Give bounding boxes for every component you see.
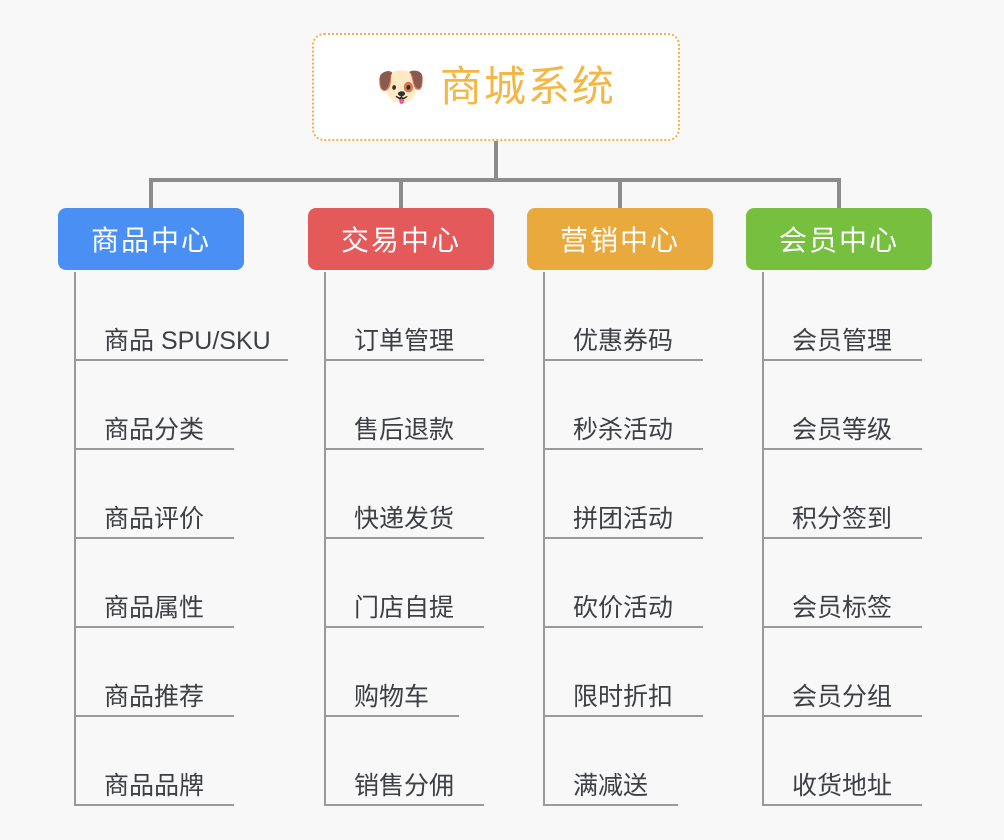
connector-drop-trade-center — [399, 178, 403, 208]
leaf-item-label: 商品品牌 — [104, 771, 205, 800]
leaf-item[interactable]: 商品分类 — [74, 361, 234, 450]
leaf-item-label: 满减送 — [573, 771, 649, 800]
leaf-item-label: 销售分佣 — [354, 771, 455, 800]
leaf-item[interactable]: 积分签到 — [762, 450, 922, 539]
leaf-item-label: 秒杀活动 — [573, 415, 674, 444]
leaf-item-label: 积分签到 — [792, 504, 893, 533]
connector-drop-member-center — [837, 178, 841, 208]
category-box-trade-center[interactable]: 交易中心 — [308, 208, 494, 270]
leaf-item[interactable]: 秒杀活动 — [543, 361, 703, 450]
leaf-item-label: 商品属性 — [104, 593, 205, 622]
leaf-item[interactable]: 订单管理 — [324, 272, 484, 361]
leaf-item-label: 优惠券码 — [573, 326, 674, 355]
leaf-item-label: 商品分类 — [104, 415, 205, 444]
leaf-item-label: 限时折扣 — [573, 682, 674, 711]
leaf-item-label: 会员分组 — [792, 682, 893, 711]
leaf-item-label: 收货地址 — [792, 771, 893, 800]
leaf-item[interactable]: 门店自提 — [324, 539, 484, 628]
leaf-item-label: 砍价活动 — [573, 593, 674, 622]
leaf-item[interactable]: 满减送 — [543, 717, 678, 806]
leaf-item[interactable]: 会员管理 — [762, 272, 922, 361]
root-title: 商城系统 — [439, 63, 616, 110]
leaf-item[interactable]: 会员标签 — [762, 539, 922, 628]
leaf-item[interactable]: 购物车 — [324, 628, 459, 717]
leaf-item[interactable]: 收货地址 — [762, 717, 922, 806]
leaf-item-label: 会员标签 — [792, 593, 893, 622]
leaf-item[interactable]: 会员分组 — [762, 628, 922, 717]
connector-horizontal-bus — [149, 178, 841, 182]
category-label: 会员中心 — [778, 225, 899, 256]
dog-face-icon: 🐶 — [376, 65, 426, 109]
connector-drop-marketing-center — [618, 178, 622, 208]
leaf-item[interactable]: 销售分佣 — [324, 717, 484, 806]
leaf-item[interactable]: 商品推荐 — [74, 628, 234, 717]
branch-spine — [74, 272, 76, 806]
leaf-item[interactable]: 售后退款 — [324, 361, 484, 450]
root-node[interactable]: 🐶 商城系统 — [312, 33, 680, 141]
leaf-item-label: 会员等级 — [792, 415, 893, 444]
leaf-item[interactable]: 砍价活动 — [543, 539, 703, 628]
connector-drop-product-center — [149, 178, 153, 208]
leaf-item-label: 商品 SPU/SKU — [104, 326, 271, 355]
branch-spine — [762, 272, 764, 806]
category-box-member-center[interactable]: 会员中心 — [746, 208, 932, 270]
leaf-item-label: 门店自提 — [354, 593, 455, 622]
leaf-item[interactable]: 商品品牌 — [74, 717, 234, 806]
category-box-marketing-center[interactable]: 营销中心 — [527, 208, 713, 270]
leaf-item[interactable]: 会员等级 — [762, 361, 922, 450]
leaf-item-label: 售后退款 — [354, 415, 455, 444]
leaf-item-label: 商品评价 — [104, 504, 205, 533]
leaf-item[interactable]: 商品 SPU/SKU — [74, 272, 288, 361]
leaf-item[interactable]: 优惠券码 — [543, 272, 703, 361]
leaf-item-label: 订单管理 — [354, 326, 455, 355]
leaf-item-label: 商品推荐 — [104, 682, 205, 711]
leaf-item[interactable]: 拼团活动 — [543, 450, 703, 539]
category-label: 交易中心 — [340, 225, 461, 256]
leaf-item[interactable]: 限时折扣 — [543, 628, 703, 717]
leaf-item-label: 购物车 — [354, 682, 430, 711]
leaf-item[interactable]: 商品评价 — [74, 450, 234, 539]
category-box-product-center[interactable]: 商品中心 — [58, 208, 244, 270]
category-label: 营销中心 — [559, 225, 680, 256]
leaf-item[interactable]: 商品属性 — [74, 539, 234, 628]
leaf-item-label: 拼团活动 — [573, 504, 674, 533]
category-label: 商品中心 — [90, 225, 211, 256]
leaf-item-label: 快递发货 — [354, 504, 455, 533]
branch-spine — [324, 272, 326, 806]
connector-root-stem — [494, 141, 498, 182]
leaf-item[interactable]: 快递发货 — [324, 450, 484, 539]
leaf-item-label: 会员管理 — [792, 326, 893, 355]
branch-spine — [543, 272, 545, 806]
